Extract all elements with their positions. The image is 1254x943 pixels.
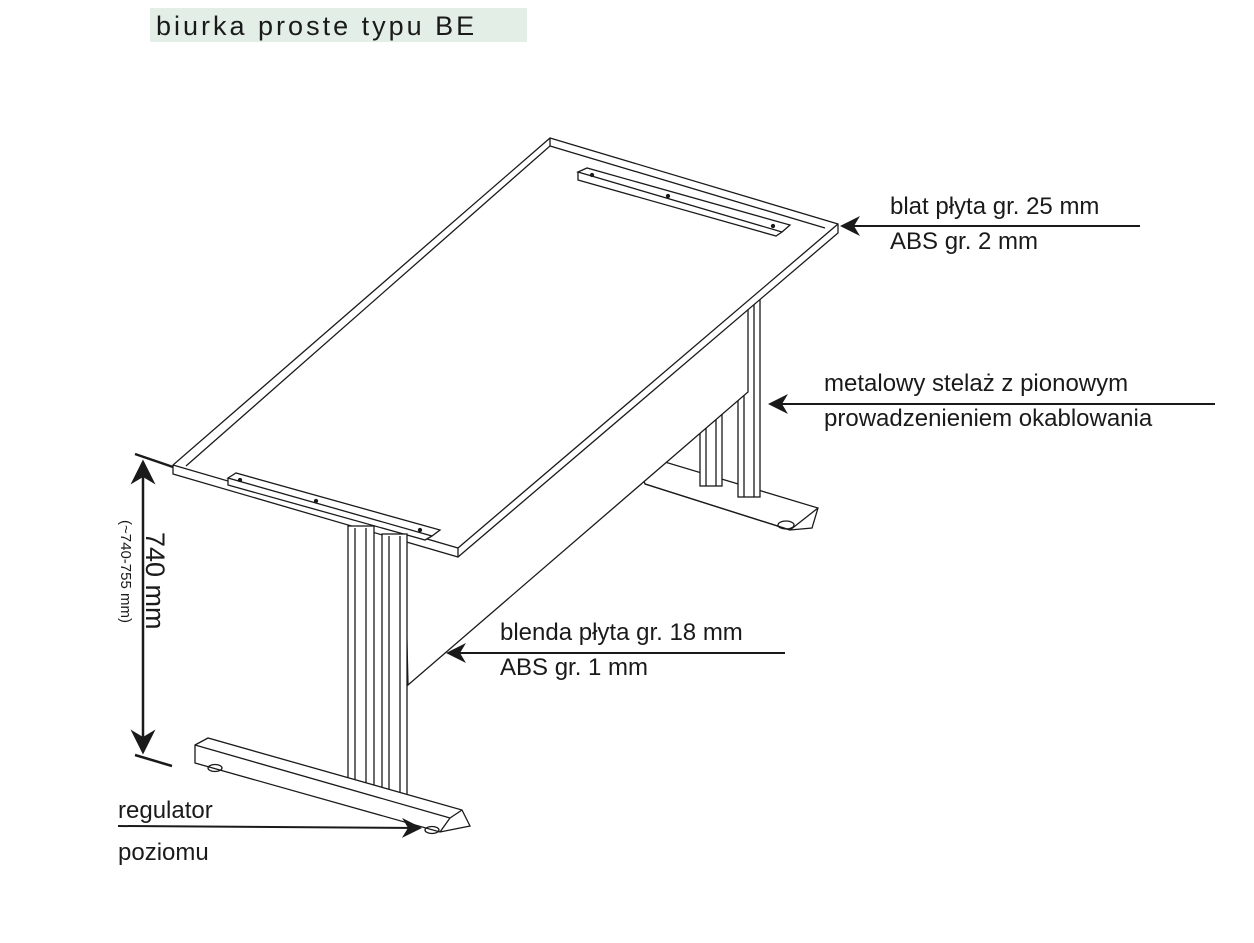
regulator-label: regulator poziomu: [118, 790, 213, 874]
front-leg: [347, 525, 408, 803]
blat-line-1: blat płyta gr. 25 mm: [890, 193, 1100, 220]
stelaz-line-1: metalowy stelaż z pionowym: [824, 370, 1129, 397]
back-foot: [639, 461, 819, 531]
regulator-arrow: [117, 817, 422, 838]
height-range: (~740-755 mm): [117, 520, 134, 623]
height-dimension: [130, 452, 174, 768]
stelaz-label: metalowy stelaż z pionowym prowadzenieni…: [824, 366, 1152, 436]
front-foot: [194, 737, 471, 835]
blat-line-2: ABS gr. 2 mm: [890, 228, 1039, 255]
blat-label: blat płyta gr. 25 mm ABS gr. 2 mm: [890, 189, 1099, 259]
back-bracket: [576, 167, 792, 237]
regulator-line-1: regulator: [118, 797, 213, 824]
blenda-line-1: blenda płyta gr. 18 mm: [500, 619, 743, 646]
page-title: biurka proste typu BE: [150, 8, 527, 42]
stelaz-line-2: prowadzenieniem okablowania: [824, 405, 1153, 432]
height-value: 740 mm: [140, 532, 170, 630]
blenda-label: blenda płyta gr. 18 mm ABS gr. 1 mm: [500, 615, 743, 685]
regulator-line-2: poziomu: [118, 839, 209, 866]
blenda-line-2: ABS gr. 1 mm: [500, 654, 649, 681]
front-bracket: [226, 472, 442, 541]
